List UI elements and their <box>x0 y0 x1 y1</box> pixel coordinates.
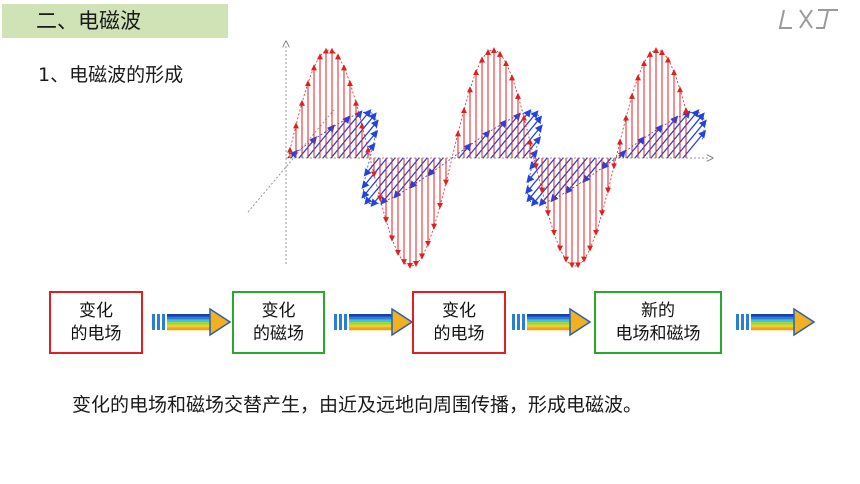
flow-box-line: 的电场 <box>433 323 485 344</box>
conclusion-text: 变化的电场和磁场交替产生，由近及远地向周围传播，形成电磁波。 <box>72 394 643 416</box>
magnetic-field-vector <box>530 157 572 207</box>
magnetic-field-vector <box>674 119 707 159</box>
magnetic-field-vector <box>525 157 556 195</box>
magnetic-field-vector <box>658 109 700 159</box>
right-arrow-icon <box>512 307 592 337</box>
magnetic-field-vector <box>514 124 543 159</box>
right-arrow-icon <box>334 307 414 337</box>
section-header-bar: 二、电磁波 <box>2 4 228 38</box>
wave-axes <box>247 44 710 264</box>
magnetic-field-vector <box>582 157 604 183</box>
magnetic-field-vector <box>380 157 420 205</box>
magnetic-field-vector <box>364 157 404 205</box>
flow-box-line: 变化 <box>442 300 476 321</box>
section-title: 1、电磁波的形成 <box>38 64 184 86</box>
magnetic-field-vector <box>626 136 646 159</box>
magnetic-field-vector <box>474 119 507 159</box>
flow-box-line: 新的 <box>641 300 675 321</box>
magnetic-field-vector <box>526 157 564 203</box>
magnetic-field-vector <box>490 109 532 159</box>
magnetic-field-vector <box>529 157 540 170</box>
magnetic-field-vector <box>601 157 612 170</box>
magnetic-field-vector <box>526 157 548 183</box>
magnetic-field-vector <box>529 149 538 159</box>
magnetic-field-vector <box>642 115 679 159</box>
magnetic-field-vector <box>427 157 444 177</box>
flow-box-line: 的电场 <box>70 323 122 344</box>
right-arrow-icon <box>152 307 232 337</box>
flow-box-line: 的磁场 <box>253 323 304 344</box>
flow-box-line: 电场和磁场 <box>615 323 701 344</box>
electric-field-envelope <box>287 49 689 267</box>
magnetic-field-vector <box>363 157 380 177</box>
page-title: 二、电磁波 <box>36 9 141 33</box>
flow-box-changing-electric-field-1: 变化 的电场 <box>49 291 143 354</box>
flow-box-line: 变化 <box>79 300 113 321</box>
magnetic-field-envelope <box>287 111 705 205</box>
magnetic-field-vector <box>338 112 377 159</box>
magnetic-field-vector <box>289 149 298 159</box>
magnetic-field-vector <box>322 110 363 159</box>
right-arrow-icon <box>736 307 816 337</box>
flow-box-line: 变化 <box>261 300 296 321</box>
flow-box-new-fields: 新的 电场和磁场 <box>594 291 722 354</box>
magnetic-field-vector <box>650 110 691 159</box>
electromagnetic-wave-diagram <box>247 36 718 269</box>
flow-box-changing-magnetic-field: 变化 的磁场 <box>232 291 325 354</box>
electric-field-vectors <box>287 47 689 269</box>
magnetic-field-vector <box>550 157 588 203</box>
flow-box-changing-electric-field-2: 变化 的电场 <box>412 291 506 354</box>
magnetic-field-vector <box>522 136 542 159</box>
magnetic-field-vector <box>666 112 705 159</box>
magnetic-field-vector <box>361 157 396 199</box>
lxj-logo-icon <box>778 9 838 29</box>
magnetic-field-vector <box>354 129 379 159</box>
